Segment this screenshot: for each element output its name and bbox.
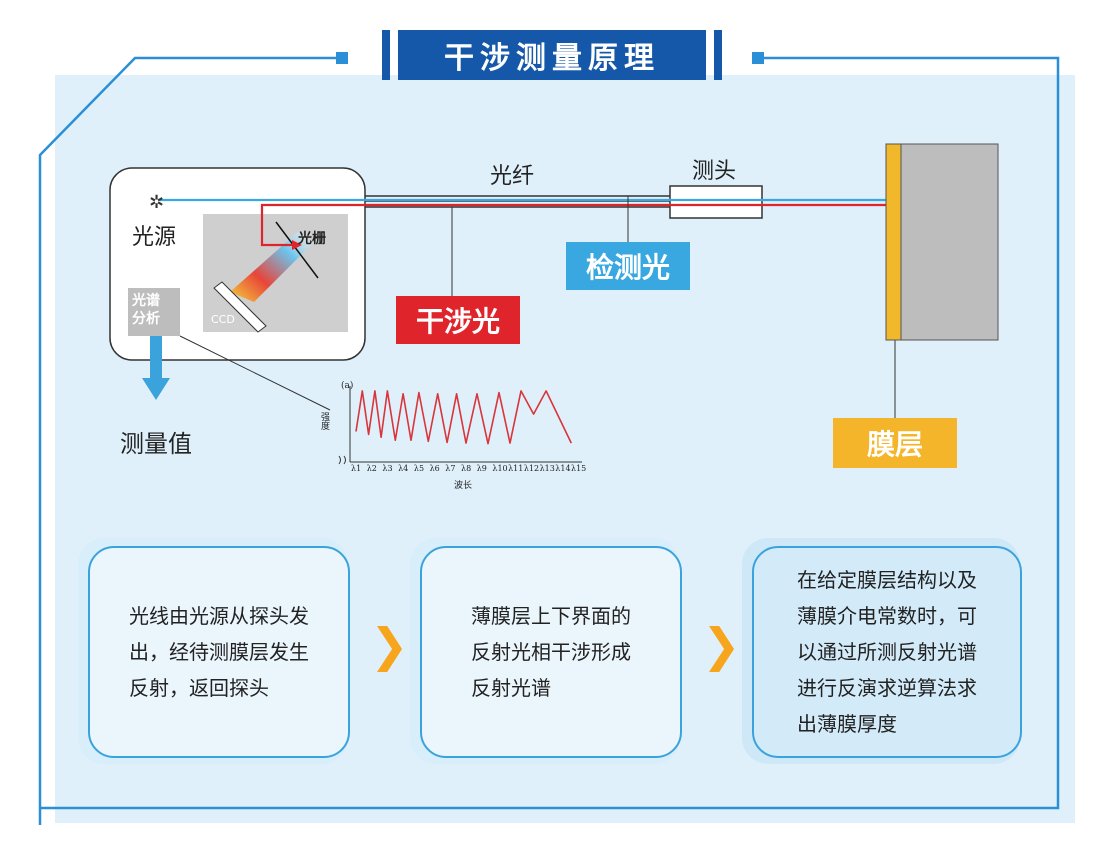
step-card-2-text: 薄膜层上下界面的 反射光相干涉形成 反射光谱 <box>471 604 631 700</box>
spectrum-series-line <box>355 390 573 445</box>
probe-label: 测头 <box>692 159 737 184</box>
measured-value-label: 测量值 <box>120 430 192 458</box>
chart-x-tick-label: λ11 <box>508 464 524 473</box>
chart-x-tick-label: λ3 <box>382 464 393 473</box>
spectrum-beam <box>230 230 312 302</box>
chart-y-label: 强度 <box>319 412 329 430</box>
chart-x-tick-label: λ9 <box>476 464 487 473</box>
step-card-1: 光线由光源从探头发 出，经待测膜层发生 反射，返回探头 <box>88 546 350 758</box>
light-source-label: 光源 <box>132 225 177 250</box>
chart-x-tick-label: λ5 <box>413 464 425 473</box>
grating <box>275 221 319 279</box>
chart-x-tick-label: λ1 <box>351 464 362 473</box>
chart-x-label: 波长 <box>454 481 473 491</box>
chart-x-tick-label: λ12 <box>523 464 540 473</box>
chart-x-tick-label: λ13 <box>539 464 555 473</box>
detection-light-tag: 检测光 <box>566 242 690 290</box>
chart-x-tick-label: λ6 <box>429 464 440 473</box>
interference-light-ray <box>260 203 900 247</box>
interference-light-tag: 干涉光 <box>396 296 520 344</box>
step-card-3: 在给定膜层结构以及 薄膜介电常数时，可 以通过所测反射光谱 进行反演求逆算法求 … <box>752 546 1022 758</box>
chart-x-tick-label: λ4 <box>398 464 409 473</box>
chart-x-tick-label: λ15 <box>571 464 587 473</box>
chevron-right-icon: ❯ <box>370 618 409 672</box>
light-source-star: ✲ <box>149 192 164 213</box>
title-right-bar <box>714 30 722 80</box>
ccd-label: CCD <box>211 313 235 326</box>
film-layer-tag: 膜层 <box>833 418 957 468</box>
chart-x-tick-label: λ14 <box>555 464 571 473</box>
output-arrow-head <box>142 378 170 400</box>
grating-label: 光栅 <box>298 231 326 247</box>
ccd-sensor <box>213 281 267 333</box>
chart-panel-label: (a) <box>341 381 354 391</box>
spectrum-analysis-label: 光谱 分析 <box>132 293 160 327</box>
chevron-right-icon: ❯ <box>702 618 741 672</box>
film-coating <box>885 143 902 341</box>
title-left-bar <box>382 30 390 80</box>
chart-x-tick-label: λ2 <box>366 464 377 473</box>
spectrum-analysis-box <box>128 288 180 336</box>
output-arrow-stem <box>150 336 162 380</box>
fiber-label: 光纤 <box>490 164 535 189</box>
page-title: 干涉测量原理 <box>398 30 706 80</box>
substrate <box>899 143 999 341</box>
chart-x-tick-label: λ10 <box>492 464 508 473</box>
interference-spectrum-chart <box>355 390 573 445</box>
chart-x-tick-label: λ8 <box>461 464 472 473</box>
probe-box <box>669 185 763 219</box>
step-card-1-text: 光线由光源从探头发 出，经待测膜层发生 反射，返回探头 <box>129 604 309 700</box>
chart-x-tick-label: λ7 <box>445 464 456 473</box>
step-card-3-text: 在给定膜层结构以及 薄膜介电常数时，可 以通过所测反射光谱 进行反演求逆算法求 … <box>797 568 977 736</box>
step-card-2: 薄膜层上下界面的 反射光相干涉形成 反射光谱 <box>420 546 682 758</box>
